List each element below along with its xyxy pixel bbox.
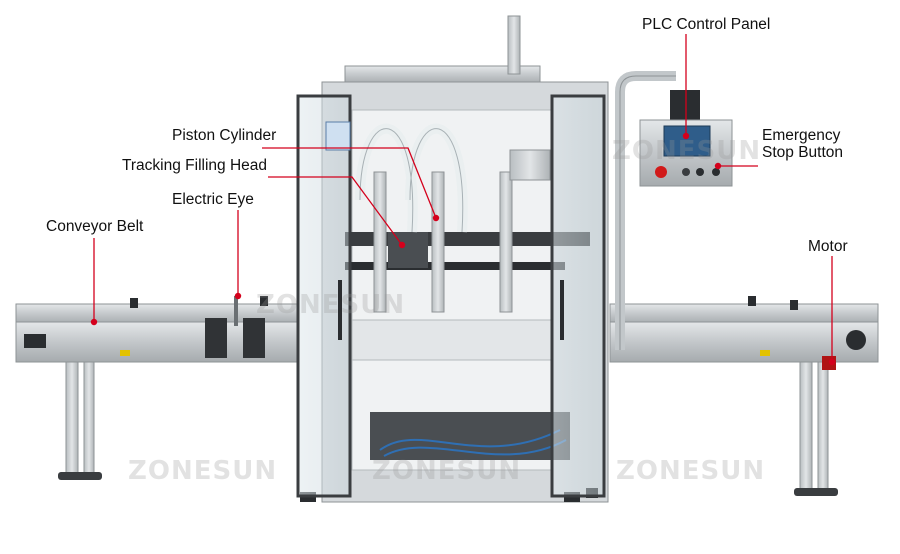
- watermark-mid: ZONESUN: [256, 290, 406, 320]
- guide-knob-d: [790, 300, 798, 310]
- callout-dot-tracking: [398, 241, 406, 249]
- callout-dot-estop: [714, 162, 722, 170]
- label-emergency-stop-button: Emergency Stop Button: [762, 127, 844, 161]
- panel-button-c: [682, 168, 690, 176]
- filling-head-block: [388, 232, 428, 268]
- guide-knob-b: [260, 296, 268, 306]
- callout-dot-plc: [682, 132, 690, 140]
- conveyor-right-rail: [609, 303, 879, 325]
- left-door-frame: [296, 94, 352, 498]
- label-motor: Motor: [808, 238, 848, 255]
- blue-air-lines: [379, 429, 561, 451]
- panel-support-arm-edge: [619, 75, 676, 350]
- watermark-center: ZONESUN: [372, 456, 522, 486]
- conveyor-right-leg-a: [799, 361, 813, 493]
- sensor-bracket-2: [243, 318, 265, 358]
- callout-lines: [90, 34, 836, 366]
- piston-rod-c: [499, 171, 513, 313]
- conveyor-left-end-plate: [24, 334, 46, 348]
- guide-knob-c: [748, 296, 756, 306]
- conveyor-left-foot: [58, 472, 102, 480]
- callout-line-piston: [262, 147, 437, 219]
- door-sticker-blue: [325, 121, 351, 151]
- conveyor-left-leg-a: [65, 361, 79, 475]
- glass-doors: [296, 94, 606, 498]
- panel-mount: [670, 90, 700, 120]
- conveyor-left-leg-b: [83, 361, 95, 475]
- piston-rod-b: [431, 171, 445, 313]
- watermark-right: ZONESUN: [616, 456, 766, 486]
- right-door-frame: [550, 94, 606, 498]
- hose-right-outline: [409, 128, 464, 233]
- left-door-handle: [338, 280, 342, 340]
- right-door-handle: [560, 280, 564, 340]
- label-plc-control-panel: PLC Control Panel: [642, 16, 771, 33]
- touch-screen: [663, 125, 711, 157]
- panel-button-b: [712, 168, 720, 176]
- callout-dot-motor: [828, 358, 836, 366]
- conveyor-right: [609, 296, 879, 496]
- label-tracking-filling-head: Tracking Filling Head: [122, 157, 268, 174]
- callout-line-tracking: [268, 176, 403, 246]
- conveyor-right-foot: [794, 488, 838, 496]
- conveyor-right-warning-sticker: [760, 350, 770, 356]
- piston-cylinder-block: [509, 149, 551, 181]
- guide-knob-a: [130, 298, 138, 308]
- conveyor-left: [15, 296, 299, 480]
- electric-eye-rod: [234, 296, 238, 326]
- piston-rod-a: [373, 171, 387, 313]
- sensor-bracket: [205, 318, 227, 358]
- emergency-stop-knob: [655, 166, 667, 178]
- panel-button-a: [696, 168, 704, 176]
- conveyor-right-leg-b: [817, 361, 829, 493]
- watermark-left: ZONESUN: [128, 456, 278, 486]
- plc-control-panel-illustration: [615, 71, 733, 350]
- conveyor-left-warning-sticker: [120, 350, 130, 356]
- conveyor-right-end-wheel: [846, 330, 866, 350]
- label-electric-eye: Electric Eye: [172, 191, 254, 208]
- blue-air-lines-2: [383, 439, 567, 457]
- callout-dot-electric-eye: [234, 292, 242, 300]
- watermark-top-right: ZONESUN: [612, 136, 762, 166]
- vertical-column: [507, 15, 521, 75]
- product-tray: [351, 319, 553, 361]
- label-conveyor-belt: Conveyor Belt: [46, 218, 144, 235]
- label-piston-cylinder: Piston Cylinder: [172, 127, 277, 144]
- conveyor-right-body: [609, 321, 879, 363]
- hose-left-outline: [359, 128, 414, 233]
- lower-crossbar: [345, 262, 565, 270]
- callout-dot-piston: [432, 214, 440, 222]
- callout-dot-conveyor: [90, 318, 98, 326]
